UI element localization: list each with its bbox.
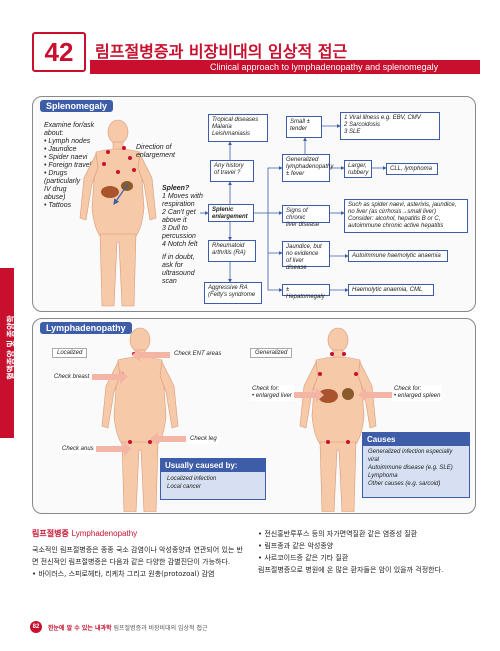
splenomegaly-flow-lines [200, 124, 387, 292]
check-liver-label: Check for:• enlarged liver [250, 385, 294, 401]
box-autoimmune-haemolytic: Autoimmune haemolytic anaemia [348, 250, 448, 262]
generalized-label: Generalized [250, 348, 293, 358]
check-anus-label: Check anus [60, 445, 96, 454]
chapter-number: 42 [32, 32, 86, 72]
cause-item: Other causes (e.g. sarcoid) [368, 481, 441, 487]
usually-item: Localized infection [167, 476, 217, 482]
localized-label: Localized [52, 348, 88, 358]
causes-box: Causes Generalized infection especially … [362, 432, 470, 498]
check-spleen-label: Check for:• enlarged spleen [392, 385, 443, 401]
cause-item: viral [368, 457, 380, 463]
cause-item: Generalized infection especially [368, 449, 453, 455]
left-column-text: 국소적인 림프절병증은 종종 국소 감염이나 악성종양과 연관되어 있는 반 면… [32, 546, 243, 578]
cause-item: Lymphoma [368, 473, 398, 479]
causes-title: Causes [363, 433, 469, 446]
box-hepatomegaly: ± Hepatomegaly [282, 284, 330, 300]
box-aggressive-ra: Aggressive RA(Felty's syndrome [204, 282, 262, 304]
right-column-text: • 전신홍반루푸스 등의 자가면역질환 같은 염증성 질환 • 림프종과 같은 … [258, 530, 444, 574]
page-number: 82 [30, 621, 42, 633]
splenomegaly-title: Splenomegaly [40, 100, 114, 112]
page-subtitle: Clinical approach to lymphadenopathy and… [210, 62, 439, 72]
lymph-arrows [92, 348, 392, 456]
box-cll-lymphoma: CLL, lymphoma [386, 163, 438, 175]
usually-caused-box: Usually caused by: Localized infection L… [160, 458, 266, 500]
section-heading: 림프절병증 Lymphadenopathy [32, 529, 138, 538]
check-breast-label: Check breast [52, 373, 92, 382]
check-ent-label: Check ENT areas [172, 350, 224, 359]
check-leg-label: Check leg [188, 435, 219, 444]
box-haemolytic-cml: Haemolytic anaemia, CML [348, 284, 434, 296]
body-figure-splenomegaly [79, 119, 157, 307]
lymphadenopathy-title: Lymphadenopathy [40, 322, 132, 334]
box-small-tender: Small ±tender [286, 116, 322, 138]
body-figure-generalized [299, 327, 377, 512]
box-larger-rubbery: Larger,rubbery [344, 160, 372, 178]
side-tab: 혈액종양 및 종양학 [0, 268, 16, 438]
cause-item: Autoimmune disease (e.g. SLE) [368, 465, 453, 471]
title-bar [90, 60, 480, 74]
page-title: 림프절병증과 비장비대의 임상적 접근 [95, 42, 348, 61]
box-spider-naevi: Such as spider naevi, asterixis, jaundic… [344, 199, 468, 233]
spleen-criteria: Spleen? 1 Moves with respiration 2 Can't… [162, 185, 203, 248]
usually-item: Local cancer [167, 484, 202, 490]
usually-caused-title: Usually caused by: [161, 459, 265, 472]
liver-shape [101, 186, 119, 198]
footer-text: 한눈에 알 수 있는 내과학 림프절병증과 비장비대의 임상적 접근 [48, 625, 208, 632]
